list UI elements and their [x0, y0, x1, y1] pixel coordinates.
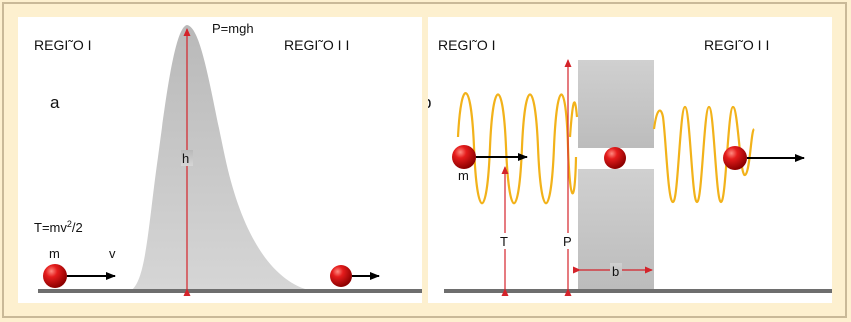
region-left-label: REGI˜O I: [438, 37, 496, 53]
transmitted-wave: [652, 105, 756, 204]
kinetic-energy-label: T: [500, 234, 508, 249]
kinetic-energy-label: T=mv2/2: [34, 219, 83, 235]
kinetic-label-bg: [499, 233, 511, 249]
region-right-label: REGI˜O I I: [284, 37, 349, 53]
kinetic-label-tail: /2: [72, 220, 83, 235]
mass-label: m: [458, 168, 469, 183]
incident-wave: [456, 92, 578, 205]
panel-letter: b: [428, 93, 431, 112]
potential-label: P: [563, 234, 572, 249]
barrier-width-label: b: [612, 264, 619, 279]
height-label-bg: [181, 150, 193, 166]
region-right-label: REGI˜O I I: [704, 37, 769, 53]
tunneling-wave: [568, 101, 579, 138]
mass-label: m: [49, 246, 60, 261]
kinetic-label-base: T=mv: [34, 220, 67, 235]
region-left-label: REGI˜O I: [34, 37, 92, 53]
potential-label: P=mgh: [212, 21, 254, 36]
ball-right: [330, 265, 352, 287]
panel-b-diagram: REGI˜O I REGI˜O I I b m T P b: [428, 37, 832, 296]
panel-a-diagram: REGI˜O I REGI˜O I I a P=mgh h T=mv2/2 m …: [34, 21, 422, 296]
ground-line: [38, 289, 422, 293]
velocity-label: v: [109, 246, 116, 261]
kinetic-label-exp: 2: [67, 219, 72, 229]
panel-a: REGI˜O I REGI˜O I I a P=mgh h T=mv2/2 m …: [18, 17, 422, 303]
ball-tunneling: [604, 147, 626, 169]
ground-line: [444, 289, 832, 293]
panel-letter: a: [50, 93, 60, 112]
figure-frame: [2, 2, 847, 318]
width-label-bg: [610, 263, 622, 279]
ball-incident: [452, 145, 476, 169]
ball-transmitted: [723, 146, 747, 170]
panel-b: REGI˜O I REGI˜O I I b m T P b: [428, 17, 832, 303]
barrier-top: [578, 60, 654, 148]
potential-label-bg: [562, 233, 574, 249]
ball-left: [43, 264, 67, 288]
height-label: h: [182, 151, 189, 166]
potential-hill: [130, 25, 312, 291]
